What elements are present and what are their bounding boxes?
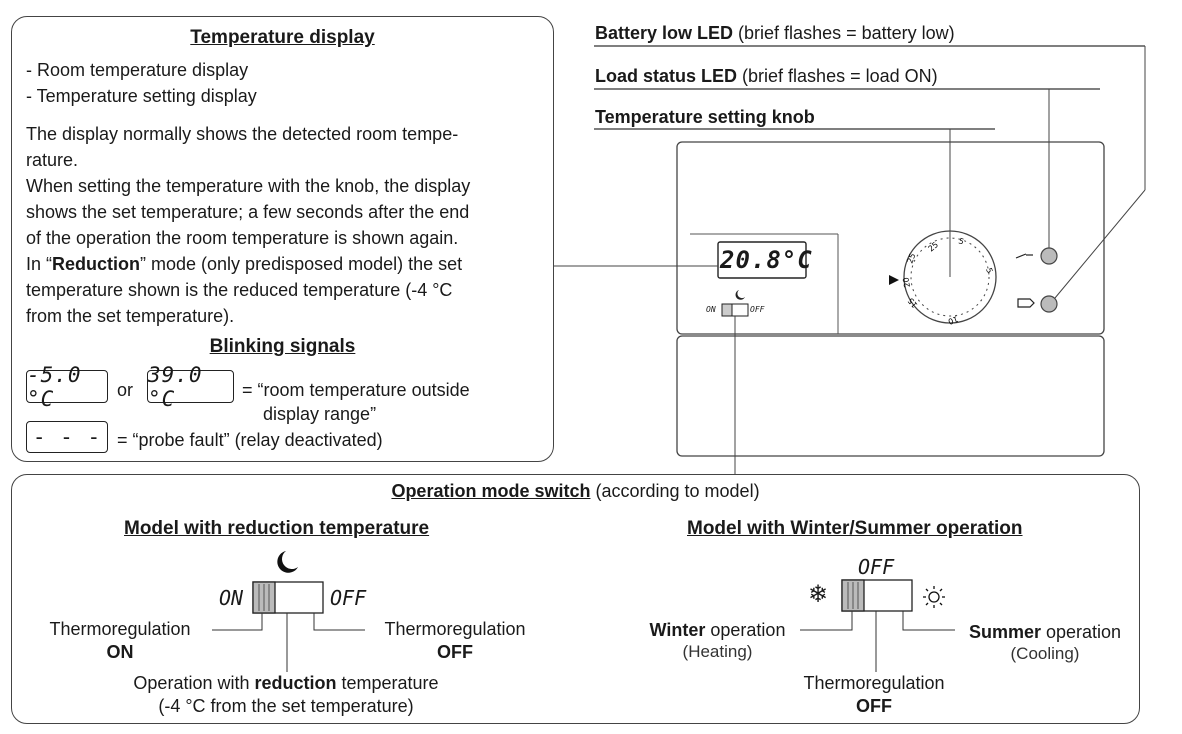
lcd-high-range: 39.0 °C [147,363,234,411]
reduction-left-label: Thermoregulation ON [30,616,210,665]
reduction-right-l1: Thermoregulation [384,619,526,639]
summer-label-l1: Summer operation [955,619,1135,645]
summer-sub: (Cooling) [1010,644,1080,663]
or-text: or [117,380,134,400]
paragraph-line: The display normally shows the detected … [26,124,459,144]
temperature-knob[interactable] [904,231,996,323]
paragraph-line: rature. [26,150,79,170]
knob-label: Temperature setting knob [595,107,815,127]
reduction-on-label: ON [219,586,244,610]
paragraph-line: of the operation the room temperature is… [26,228,459,248]
temperature-display-panel [11,16,554,462]
winter-summer-off-label: OFF [858,555,895,579]
winter-summer-switch[interactable] [842,580,912,611]
room-temperature-item: - Room temperature display [26,60,249,80]
winter-summer-model-title: Model with Winter/Summer operation [687,518,1023,539]
reduction-left-l2: ON [106,642,134,662]
load-led-desc: (brief flashes = load ON) [742,66,938,86]
snowflake-icon: ❄ [808,581,829,608]
device-switch-on-label: ON [706,305,716,314]
summer-label: Summer operation (Cooling) [955,619,1135,665]
reduction-off-label: OFF [330,586,367,610]
reduction-right-l2: OFF [437,642,473,662]
reduction-switch[interactable] [253,582,323,613]
reduction-bottom-l2: (-4 °C from the set temperature) [158,696,414,716]
reduction-bottom-bold: reduction [254,673,337,693]
winter-bold: Winter [649,620,706,640]
summer-bold: Summer [968,622,1041,642]
blinking-signals-title: Blinking signals [209,336,356,357]
load-led-label: Load status LED (brief flashes = load ON… [595,63,938,89]
summer-rest: operation [1040,622,1122,642]
operation-mode-panel [11,474,1140,724]
reduction-line: In “Reduction” mode (only predisposed mo… [26,251,462,277]
winter-label-l1: Winter operation [630,617,805,643]
paragraph-line: When setting the temperature with the kn… [26,176,471,196]
device-display-value: 20.8°C [720,246,813,274]
setting-temperature-item: - Temperature setting display [26,86,257,106]
winter-rest: operation [705,620,786,640]
sun-icon [922,585,946,609]
operation-mode-title-bold: Operation mode switch [391,481,591,501]
paragraph-line: temperature shown is the reduced tempera… [26,280,453,300]
lcd-low-range: -5.0 °C [26,363,108,411]
battery-led-desc: (brief flashes = battery low) [738,23,955,43]
ws-bottom-l2: OFF [856,696,892,716]
device-switch-off-label: OFF [750,305,765,314]
battery-led-label: Battery low LED (brief flashes = battery… [595,20,955,46]
reduction-line-pre: In “ [26,254,53,274]
range-text-line2: display range” [263,404,377,424]
operation-mode-title: Operation mode switch (according to mode… [11,478,1140,504]
winter-summer-bottom-label: Thermoregulation OFF [774,670,974,719]
paragraph-line: from the set temperature). [26,306,235,326]
winter-sub: (Heating) [682,642,753,661]
reduction-line-post: ” mode (only predisposed model) the set [140,254,463,274]
reduction-bottom-pre: Operation with [133,673,255,693]
ws-bottom-l1: Thermoregulation [803,673,945,693]
reduction-model-title: Model with reduction temperature [124,518,430,539]
range-text-line1: = “room temperature outside [242,380,470,400]
lcd-probe-fault: - - - [26,421,108,453]
reduction-left-l1: Thermoregulation [49,619,191,639]
reduction-word: Reduction [52,254,141,274]
operation-mode-title-rest: (according to model) [595,481,760,501]
battery-led-title: Battery low LED [595,23,734,43]
reduction-right-label: Thermoregulation OFF [365,616,545,665]
reduction-bottom-label: Operation with reduction temperature (-4… [86,670,486,719]
temperature-display-title: Temperature display [190,27,375,48]
reduction-bottom-l1: Operation with reduction temperature [86,670,486,696]
probe-fault-text: = “probe fault” (relay deactivated) [117,430,383,450]
paragraph-line: shows the set temperature; a few seconds… [26,202,470,222]
reduction-bottom-post: temperature [336,673,439,693]
winter-label: Winter operation (Heating) [630,617,805,663]
load-led-title: Load status LED [595,66,738,86]
